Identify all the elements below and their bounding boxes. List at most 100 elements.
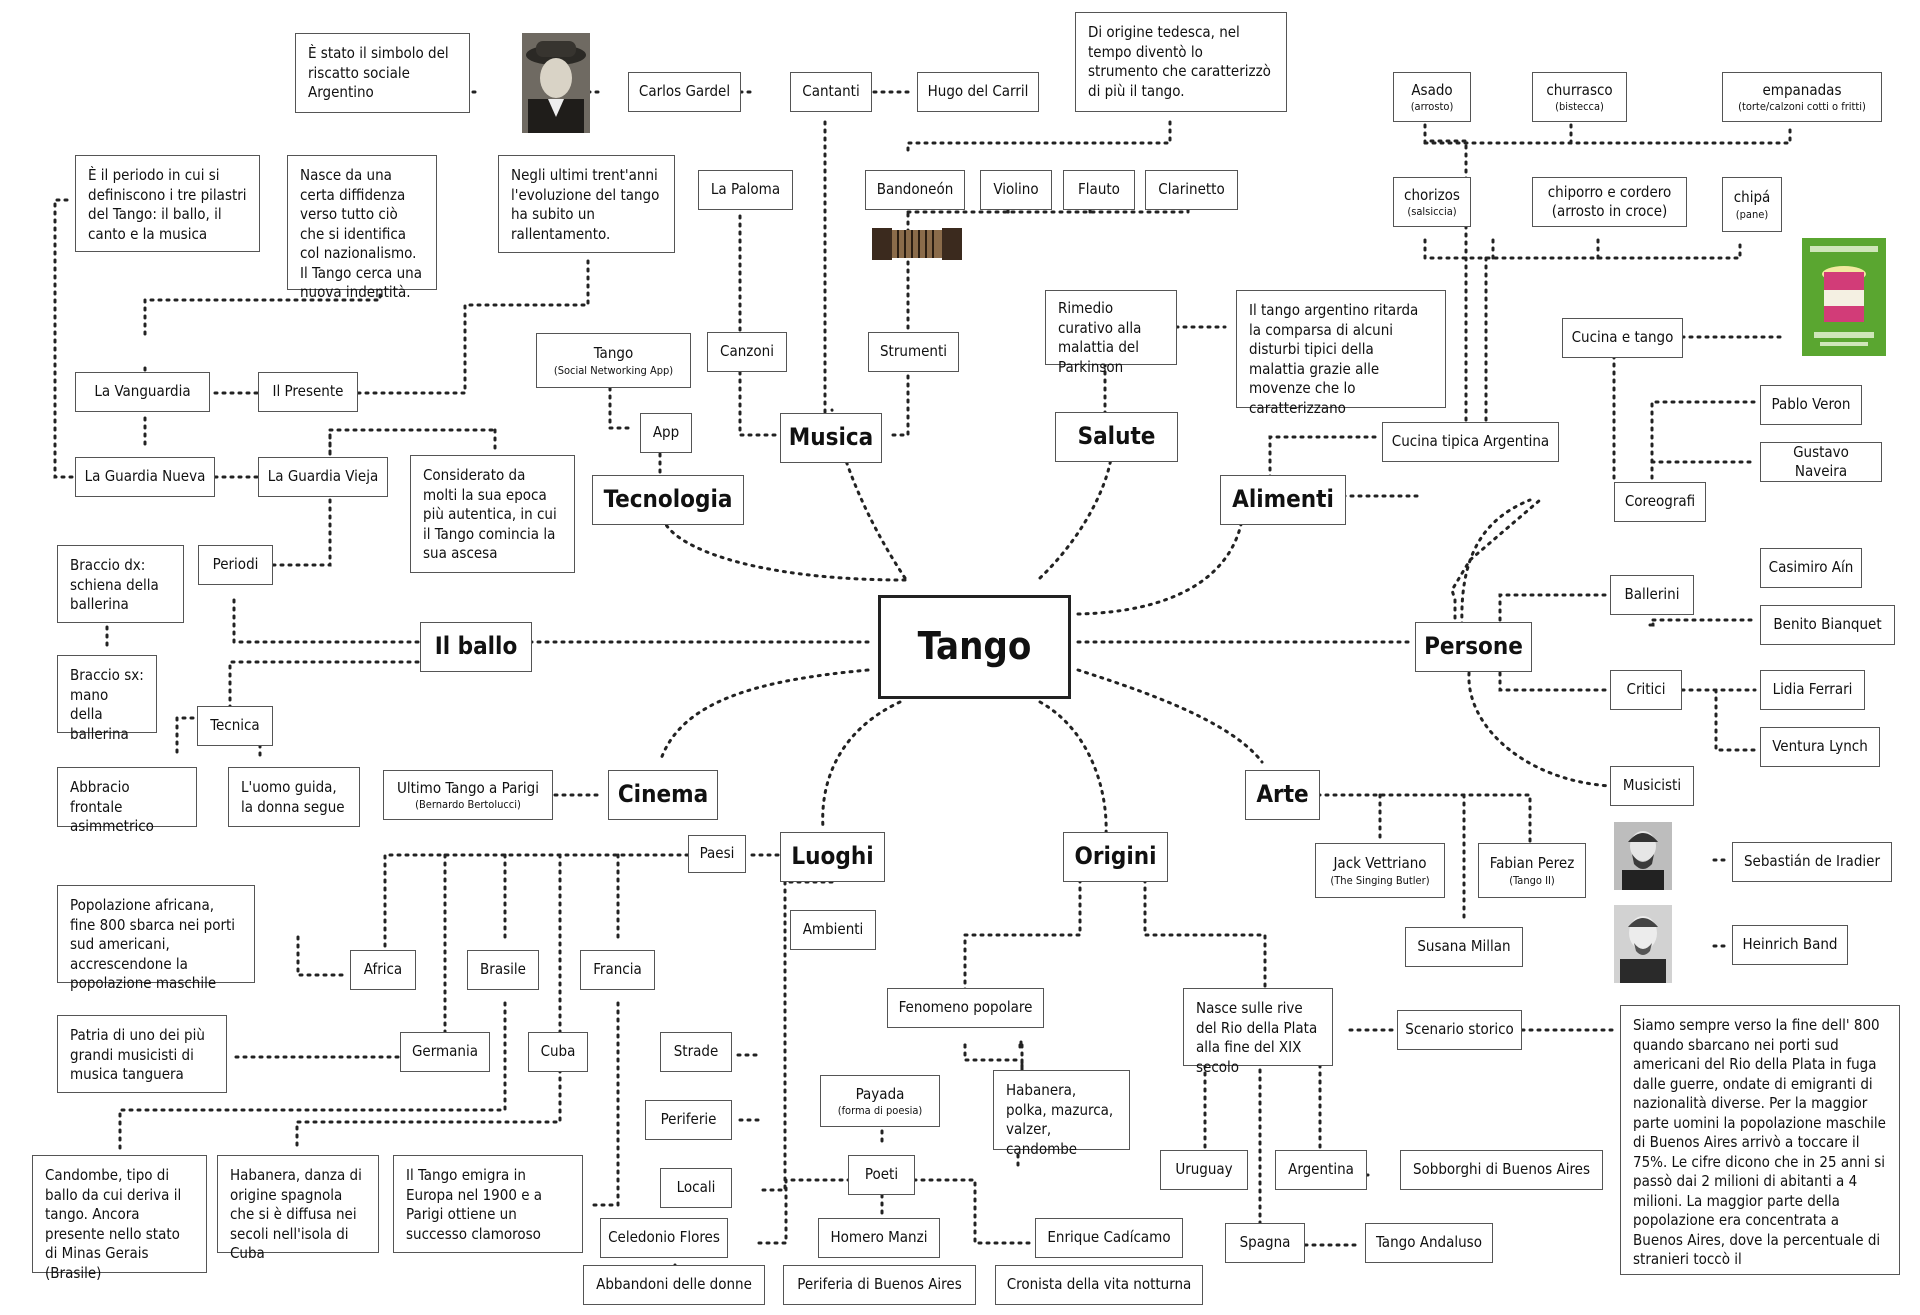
branch-luoghi[interactable]: Luoghi [780,832,885,882]
node-enrique-cadicamo[interactable]: Enrique Cadícamo [1035,1218,1183,1258]
node-celedonio-flores[interactable]: Celedonio Flores [600,1218,728,1258]
node-churrasco[interactable]: churrasco(bistecca) [1532,72,1627,122]
node-casimiro-ain[interactable]: Casimiro Aín [1760,548,1862,588]
node-hugo-del-carril[interactable]: Hugo del Carril [917,72,1039,112]
node-periodi[interactable]: Periodi [198,545,273,585]
node-abbandoni-donne[interactable]: Abbandoni delle donne [583,1265,765,1305]
link-musica-strumenti [891,366,910,437]
node-lidia-ferrari[interactable]: Lidia Ferrari [1760,670,1865,710]
link-center-alimenti [1076,518,1244,616]
node-ultimo-tango-a-parigi[interactable]: Ultimo Tango a Parigi(Bernardo Bertolucc… [383,770,553,820]
branch-arte[interactable]: Arte [1245,770,1320,820]
africa-note: Popolazione africana, fine 800 sbarca ne… [57,885,255,992]
node-abbraccio-frontale[interactable]: Abbracio frontale asimmetrico [57,767,197,835]
node-tango-app[interactable]: Tango(Social Networking App) [536,333,691,388]
branch-cinema[interactable]: Cinema [608,770,718,820]
node-periferie[interactable]: Periferie [645,1100,732,1140]
node-brasile[interactable]: Brasile [467,950,539,990]
node-fenomeno-popolare[interactable]: Fenomeno popolare [887,988,1044,1028]
node-violino[interactable]: Violino [980,170,1052,210]
node-spagna[interactable]: Spagna [1225,1223,1305,1263]
node-nasce-rio-della-plata[interactable]: Nasce sulle rive del Rio della Plata all… [1183,988,1333,1076]
node-canzoni[interactable]: Canzoni [707,332,787,372]
node-clarinetto[interactable]: Clarinetto [1145,170,1238,210]
node-heinrich-band[interactable]: Heinrich Band [1732,925,1848,965]
node-sobborghi[interactable]: Sobborghi di Buenos Aires [1400,1150,1603,1190]
link-center-origini [1038,700,1108,837]
node-strade[interactable]: Strade [660,1032,732,1072]
branch-musica[interactable]: Musica [780,413,882,463]
guardia-nueva-note: È il periodo in cui si definiscono i tre… [75,155,260,252]
node-cronista-vita-notturna[interactable]: Cronista della vita notturna [995,1265,1203,1305]
node-cucina-e-tango[interactable]: Cucina e tango [1562,318,1683,358]
node-tecnica[interactable]: Tecnica [197,706,273,746]
node-la-vanguardia[interactable]: La Vanguardia [75,372,210,412]
node-payada[interactable]: Payada(forma di poesia) [820,1075,940,1127]
node-paesi[interactable]: Paesi [688,835,746,873]
node-empanadas[interactable]: empanadas(torte/calzoni cotti o fritti) [1722,72,1882,122]
node-coreografi[interactable]: Coreografi [1614,482,1706,522]
node-periferia-buenos-aires[interactable]: Periferia di Buenos Aires [783,1265,976,1305]
branch-origini[interactable]: Origini [1063,832,1168,882]
node-cuba[interactable]: Cuba [528,1032,588,1072]
node-scenario-storico[interactable]: Scenario storico [1397,1010,1522,1050]
node-braccio-sx[interactable]: Braccio sx: mano della ballerina [57,655,157,743]
node-asado[interactable]: Asado(arrosto) [1393,72,1471,122]
node-pablo-veron[interactable]: Pablo Veron [1760,385,1862,425]
node-jack-vettriano[interactable]: Jack Vettriano(The Singing Butler) [1315,843,1445,898]
node-francia[interactable]: Francia [580,950,655,990]
node-critici[interactable]: Critici [1610,670,1682,710]
node-poeti[interactable]: Poeti [848,1155,915,1195]
node-locali[interactable]: Locali [660,1168,732,1208]
node-musicisti[interactable]: Musicisti [1610,766,1694,806]
branch-persone[interactable]: Persone [1415,622,1532,672]
link-musica-canzoni [738,368,777,437]
link-center-salute [1038,438,1114,580]
central-topic-tango[interactable]: Tango [878,595,1071,699]
node-chiporro[interactable]: chiporro e cordero (arrosto in croce) [1532,177,1687,227]
iradier-photo [1614,822,1672,890]
node-la-guardia-nueva[interactable]: La Guardia Nueva [75,457,215,497]
node-app[interactable]: App [640,413,692,453]
node-ambienti[interactable]: Ambienti [790,910,876,950]
node-susana-millan[interactable]: Susana Millan [1405,927,1523,967]
branch-il-ballo[interactable]: Il ballo [420,622,532,672]
parkinson-note: Il tango argentino ritarda la comparsa d… [1236,290,1446,417]
node-chorizos[interactable]: chorizos(salsiccia) [1393,177,1471,227]
node-chipa[interactable]: chipá(pane) [1722,177,1782,232]
node-cucina-tipica[interactable]: Cucina tipica Argentina [1382,422,1559,462]
branch-tecnologia[interactable]: Tecnologia [592,475,744,525]
branch-alimenti[interactable]: Alimenti [1220,475,1346,525]
node-carlos-gardel[interactable]: Carlos Gardel [628,72,741,112]
node-flauto[interactable]: Flauto [1063,170,1135,210]
node-la-paloma[interactable]: La Paloma [698,170,793,210]
node-ballerini[interactable]: Ballerini [1610,575,1694,615]
node-fabian-perez[interactable]: Fabian Perez(Tango II) [1478,843,1586,898]
node-argentina[interactable]: Argentina [1275,1150,1367,1190]
node-la-guardia-vieja[interactable]: La Guardia Vieja [258,457,388,497]
node-uruguay[interactable]: Uruguay [1160,1150,1248,1190]
node-rimedio-curativo[interactable]: Rimedio curativo alla malattia del Parki… [1045,290,1177,376]
node-cantanti[interactable]: Cantanti [790,72,872,112]
branch-salute[interactable]: Salute [1055,412,1178,462]
node-bandoneon[interactable]: Bandoneón [865,170,965,210]
francia-note: Il Tango emigra in Europa nel 1900 e a P… [393,1155,583,1253]
node-gustavo-naveira[interactable]: Gustavo Naveira [1760,442,1882,482]
band-photo [1614,905,1672,983]
node-tango-andaluso[interactable]: Tango Andaluso [1365,1223,1493,1263]
node-strumenti[interactable]: Strumenti [868,332,959,372]
node-uomo-guida[interactable]: L'uomo guida, la donna segue [228,767,360,827]
node-habanera-polka[interactable]: Habanera, polka, mazurca, valzer, candom… [993,1070,1130,1158]
node-germania[interactable]: Germania [400,1032,490,1072]
node-il-presente[interactable]: Il Presente [258,372,358,412]
node-homero-manzi[interactable]: Homero Manzi [818,1218,940,1258]
node-braccio-dx[interactable]: Braccio dx: schiena della ballerina [57,545,184,623]
node-sebastian-de-iradier[interactable]: Sebastián de Iradier [1732,842,1892,882]
node-africa[interactable]: Africa [350,950,416,990]
book-cover-image [1802,238,1886,356]
node-ventura-lynch[interactable]: Ventura Lynch [1760,727,1880,767]
link-center-luoghi [821,700,902,830]
germania-note: Patria di uno dei più grandi musicisti d… [57,1015,227,1093]
vanguardia-note: Negli ultimi trent'anni l'evoluzione del… [498,155,675,253]
node-benito-bianquet[interactable]: Benito Bianquet [1760,605,1895,645]
